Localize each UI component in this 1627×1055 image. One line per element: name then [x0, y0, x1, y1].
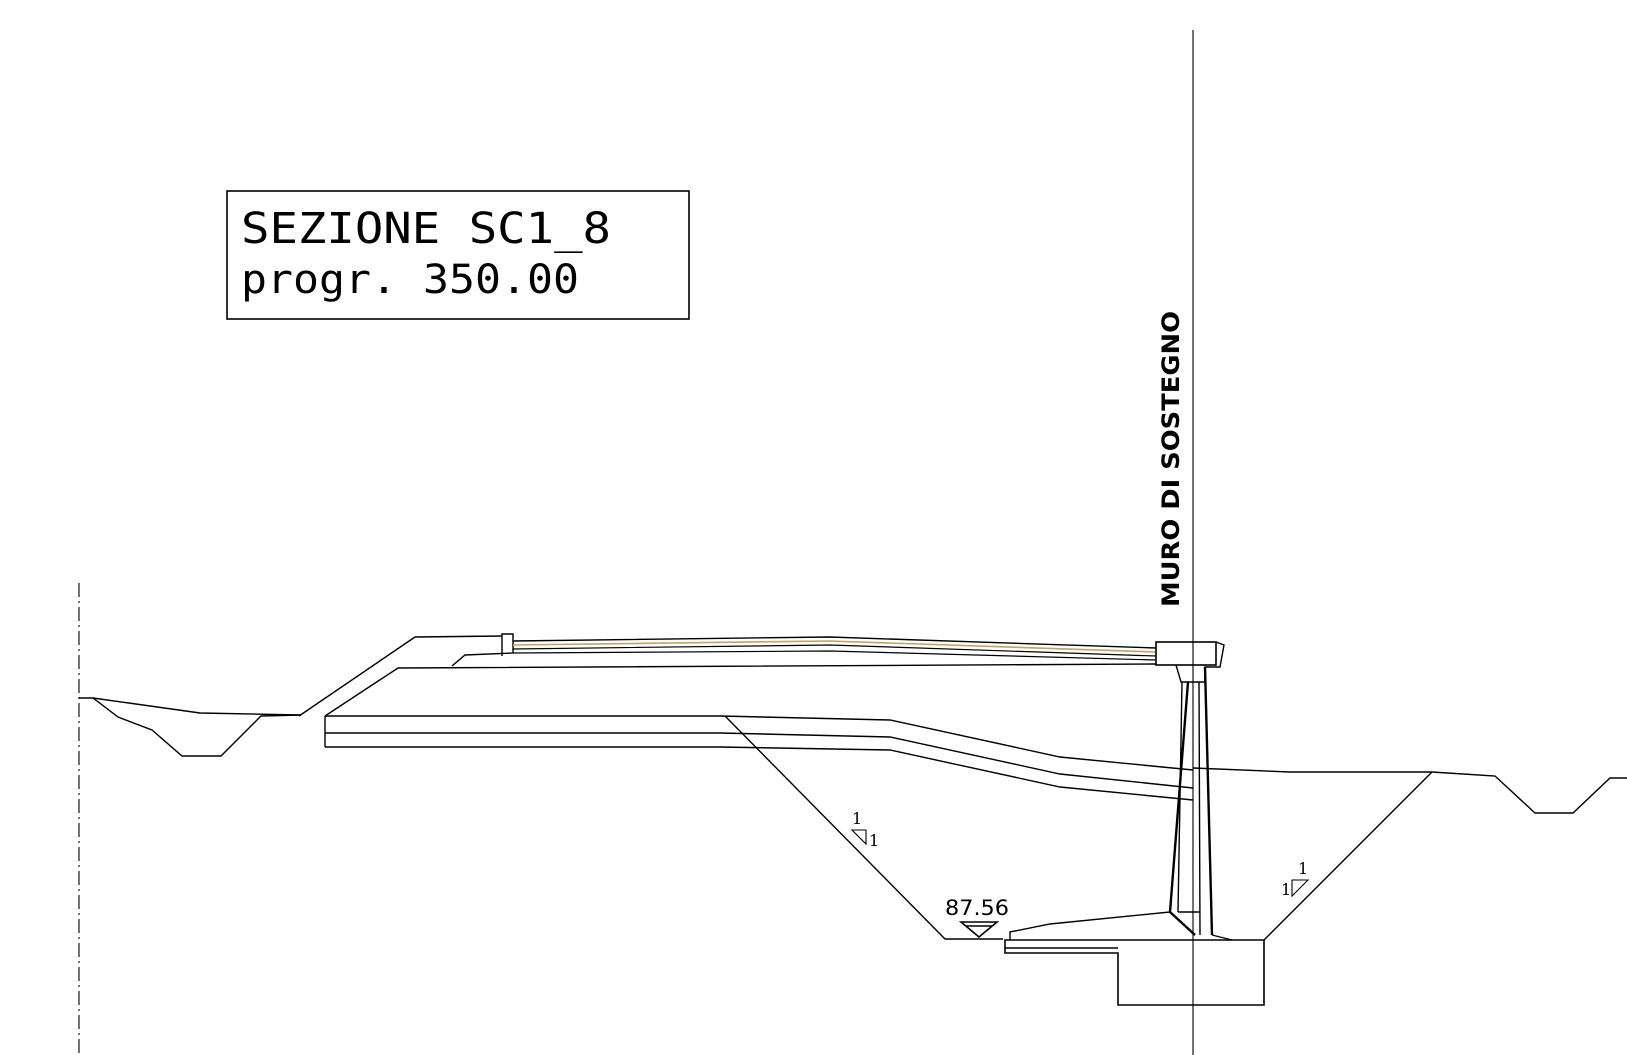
elevation-triangle-icon: [958, 921, 1000, 939]
title-block: SEZIONE SC1_8 progr. 350.00: [226, 190, 690, 320]
excavation-left: [724, 715, 1003, 940]
subbase-lower: [325, 746, 1194, 801]
retaining-wall: [1004, 641, 1265, 1006]
slope-indicator-left: 1 1: [850, 809, 879, 850]
slope-right-run: 1: [1281, 880, 1291, 899]
wall-stem-back: [1203, 666, 1214, 936]
slope-left-rise: 1: [852, 809, 862, 828]
slope-indicator-right: 1 1: [1281, 859, 1310, 899]
curb-block: [451, 633, 514, 667]
slope-left-triangle-icon: [850, 829, 867, 846]
elevation-value: 87.56: [945, 896, 1009, 920]
section-title: SEZIONE SC1_8: [241, 204, 611, 254]
slope-left-run: 1: [869, 831, 879, 850]
ground-profile-right: [1192, 767, 1627, 814]
pavement-base: [512, 650, 1157, 661]
ground-profile-left-upper: [92, 697, 302, 716]
pavement-layer-1: [512, 640, 1157, 653]
pavement-top: [512, 636, 1157, 649]
wall-cap-detail: [1175, 641, 1225, 683]
embankment-slope-outer: [298, 635, 503, 717]
section-progressive: progr. 350.00: [241, 257, 579, 303]
wall-stem-inner-2: [1177, 681, 1183, 913]
pavement-layer-2: [512, 644, 1157, 657]
retaining-wall-label: MURO DI SOSTEGNO: [1157, 311, 1185, 607]
subbase-bottom: [325, 732, 1194, 789]
wall-toe: [1009, 911, 1171, 940]
title-block-frame: [226, 190, 690, 320]
embankment-slope-inner: [324, 663, 1157, 717]
wall-cap: [1155, 641, 1217, 666]
excavation-right: [1263, 771, 1433, 941]
subbase-top: [325, 715, 1194, 771]
slope-right-triangle-icon: [1291, 879, 1310, 898]
ground-profile-left: [79, 697, 302, 757]
wall-stem-outer: [1168, 681, 1196, 936]
elevation-marker: 87.56: [945, 896, 1009, 939]
slope-right-rise: 1: [1298, 859, 1308, 878]
wall-footing: [1004, 939, 1265, 1006]
wall-heel: [1211, 934, 1233, 941]
wall-stem-inner: [1198, 681, 1201, 936]
